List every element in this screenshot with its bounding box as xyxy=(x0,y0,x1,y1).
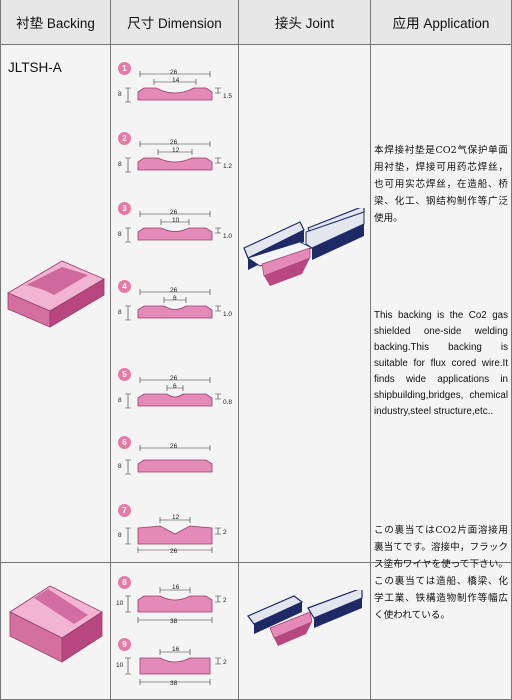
application-chinese: 本焊接衬垫是CO2气保护单面用衬垫，焊接可用药芯焊丝，也可用实芯焊丝，在造船、桥… xyxy=(374,145,508,224)
height-label: 8 xyxy=(118,91,122,98)
groove-label: 6 xyxy=(173,383,177,390)
depth-label: 1.0 xyxy=(223,233,233,240)
dimension-item: 2 26 12 8 1.2 xyxy=(114,130,238,186)
profile-drawing xyxy=(125,377,221,409)
height-label: 8 xyxy=(118,532,122,539)
height-label: 8 xyxy=(118,161,122,168)
grid-line xyxy=(0,562,512,563)
grid-line xyxy=(238,0,239,700)
item-number: 8 xyxy=(118,576,131,589)
grid-line xyxy=(370,0,371,700)
dimension-item: 7 12 8 2 26 xyxy=(114,502,238,560)
height-label: 8 xyxy=(118,397,122,404)
profile-drawing xyxy=(125,517,221,553)
profile-drawing xyxy=(125,71,221,103)
width-label: 26 xyxy=(170,209,178,216)
dimension-item: 9 16 10 2 38 xyxy=(114,636,238,694)
profile-drawing xyxy=(125,587,221,623)
profile-drawing xyxy=(125,289,221,321)
depth-label: 2 xyxy=(223,529,227,536)
profile-drawing xyxy=(125,211,221,243)
header-application: 应用 Application xyxy=(371,0,511,44)
groove-label: 10 xyxy=(172,217,180,224)
application-english: This backing is the Co2 gas shielded one… xyxy=(374,310,508,417)
product-code: JLTSH-A xyxy=(8,60,62,75)
dimension-item: 8 16 10 2 38 xyxy=(114,574,238,630)
groove-label: 16 xyxy=(172,584,180,591)
item-number: 2 xyxy=(118,132,131,145)
item-number: 4 xyxy=(118,280,131,293)
header-backing: 衬垫 Backing xyxy=(1,0,110,44)
header-joint: 接头 Joint xyxy=(239,0,370,44)
width-label: 38 xyxy=(170,618,178,625)
depth-label: 2 xyxy=(223,659,227,666)
width-label: 26 xyxy=(170,443,178,450)
groove-label: 14 xyxy=(172,77,180,84)
item-number: 1 xyxy=(118,62,131,75)
width-label: 38 xyxy=(170,680,178,687)
depth-label: 2 xyxy=(223,597,227,604)
depth-label: 0.8 xyxy=(223,399,233,406)
item-number: 3 xyxy=(118,202,131,215)
groove-label: 12 xyxy=(172,514,180,521)
profile-drawing xyxy=(125,141,221,173)
backing-strip-image xyxy=(7,260,105,328)
joint-image xyxy=(243,208,365,286)
width-label: 26 xyxy=(170,139,178,146)
width-label: 26 xyxy=(170,69,178,76)
profile-drawing xyxy=(125,445,213,475)
joint-image xyxy=(247,590,363,646)
grid-line xyxy=(0,0,1,700)
height-label: 10 xyxy=(116,662,124,669)
width-label: 26 xyxy=(170,548,178,555)
dimension-item: 4 26 8 8 1.0 xyxy=(114,278,238,334)
item-number: 6 xyxy=(118,436,131,449)
groove-label: 8 xyxy=(173,295,177,302)
groove-label: 16 xyxy=(172,646,180,653)
dimension-item: 6 26 8 xyxy=(114,434,238,486)
header-dimension: 尺寸 Dimension xyxy=(111,0,238,44)
application-japanese: この裏当てはCO2片面溶接用裏当てです。溶接中，フラックス塗布ワイヤを使って下さ… xyxy=(374,525,508,621)
dimension-item: 5 26 6 8 0.8 xyxy=(114,366,238,422)
item-number: 5 xyxy=(118,368,131,381)
depth-label: 1.0 xyxy=(223,311,233,318)
height-label: 8 xyxy=(118,231,122,238)
profile-drawing xyxy=(125,649,221,685)
item-number: 7 xyxy=(118,504,131,517)
depth-label: 1.5 xyxy=(223,93,233,100)
groove-label: 12 xyxy=(172,147,180,154)
grid-line xyxy=(0,44,512,45)
height-label: 10 xyxy=(116,600,124,607)
height-label: 8 xyxy=(118,309,122,316)
backing-block-image xyxy=(9,585,103,663)
item-number: 9 xyxy=(118,638,131,651)
dimension-item: 3 26 10 8 1.0 xyxy=(114,200,238,256)
grid-line xyxy=(110,0,111,700)
width-label: 26 xyxy=(170,375,178,382)
height-label: 8 xyxy=(118,463,122,470)
width-label: 26 xyxy=(170,287,178,294)
depth-label: 1.2 xyxy=(223,163,233,170)
dimension-item: 1 26 14 8 1.5 xyxy=(114,60,238,116)
